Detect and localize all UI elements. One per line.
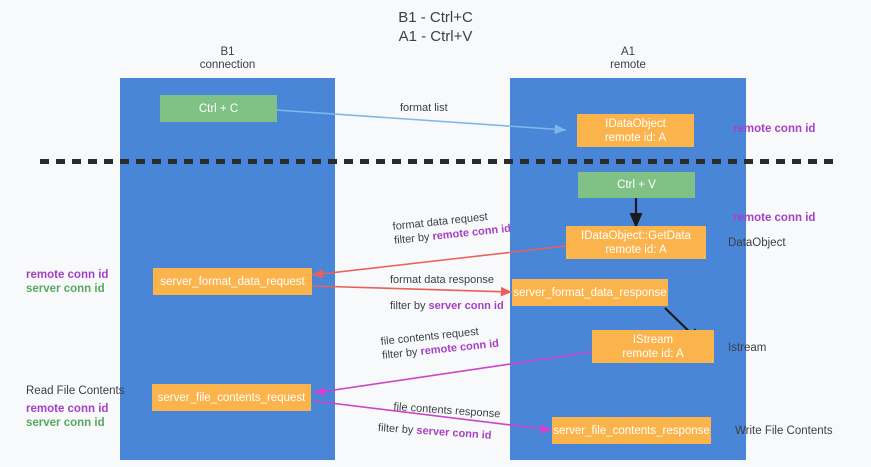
node-server-file-contents-response-label: server_file_contents_response bbox=[553, 424, 710, 437]
node-idataobject-getdata-line-1: IDataObject::GetData bbox=[581, 229, 691, 242]
filter-key: server conn id bbox=[428, 300, 504, 312]
edge-label-format-data-response-filter: filter by server conn id bbox=[390, 299, 504, 313]
column-header-b1-role: connection bbox=[199, 59, 256, 71]
node-server-format-data-response-label: server_format_data_response bbox=[513, 286, 667, 299]
column-header-b1: B1 connection bbox=[120, 46, 335, 72]
column-header-a1-name: A1 bbox=[620, 46, 636, 58]
node-server-format-data-response[interactable]: server_format_data_response bbox=[512, 279, 668, 306]
annotation-left-mid-remote-conn-id: remote conn id bbox=[26, 269, 109, 281]
node-idataobject-getdata[interactable]: IDataObject::GetData remote id: A bbox=[566, 226, 706, 259]
node-idataobject-line-1: IDataObject bbox=[605, 117, 666, 130]
node-istream-line-2: remote id: A bbox=[622, 347, 684, 360]
annotation-read-file-contents: Read File Contents bbox=[26, 385, 125, 397]
node-server-format-data-request-label: server_format_data_request bbox=[160, 275, 305, 288]
annotation-left-bottom-server-conn-id: server conn id bbox=[26, 417, 105, 429]
annotation-right-mid-conn-id: remote conn id bbox=[733, 212, 816, 224]
annotation-left-bottom-remote-conn-id: remote conn id bbox=[26, 403, 109, 415]
node-idataobject[interactable]: IDataObject remote id: A bbox=[577, 114, 694, 147]
node-ctrl-c[interactable]: Ctrl + C bbox=[160, 95, 277, 122]
phase-divider bbox=[40, 159, 833, 164]
node-server-format-data-request[interactable]: server_format_data_request bbox=[153, 268, 312, 295]
annotation-write-file-contents: Write File Contents bbox=[735, 425, 833, 437]
node-idataobject-getdata-line-2: remote id: A bbox=[605, 243, 667, 256]
node-ctrl-v-label: Ctrl + V bbox=[617, 179, 656, 191]
node-idataobject-line-2: remote id: A bbox=[604, 131, 667, 144]
edge-label-format-data-response: format data response filter by server co… bbox=[390, 273, 504, 313]
diagram-title: B1 - Ctrl+C A1 - Ctrl+V bbox=[0, 8, 871, 46]
title-line-2: A1 - Ctrl+V bbox=[398, 28, 473, 45]
node-istream[interactable]: IStream remote id: A bbox=[592, 330, 714, 363]
edge-label-file-contents-response-filter: filter by server conn id bbox=[378, 421, 500, 443]
node-istream-line-1: IStream bbox=[632, 333, 674, 346]
annotation-left-mid-server-conn-id: server conn id bbox=[26, 283, 105, 295]
node-ctrl-v[interactable]: Ctrl + V bbox=[578, 172, 695, 198]
edge-label-format-list: format list bbox=[400, 101, 448, 115]
title-line-1: B1 - Ctrl+C bbox=[398, 9, 473, 26]
node-server-file-contents-response[interactable]: server_file_contents_response bbox=[552, 417, 711, 444]
node-ctrl-c-label: Ctrl + C bbox=[198, 102, 239, 115]
edge-label-format-data-request: format data request filter by remote con… bbox=[392, 208, 512, 248]
column-header-a1-role: remote bbox=[610, 59, 646, 71]
annotation-right-top-conn-id: remote conn id bbox=[733, 123, 816, 135]
edge-label-file-contents-response-line-1: file contents response bbox=[393, 400, 501, 421]
annotation-dataobject: DataObject bbox=[728, 237, 786, 249]
column-header-b1-name: B1 bbox=[220, 46, 235, 58]
edge-label-file-contents-request: file contents request filter by remote c… bbox=[380, 323, 500, 363]
edge-label-file-contents-response: file contents response filter by server … bbox=[378, 400, 501, 443]
filter-prefix: filter by bbox=[381, 345, 422, 362]
column-header-a1: A1 remote bbox=[510, 46, 746, 72]
filter-key: server conn id bbox=[416, 424, 492, 442]
edge-label-format-data-response-line-1: format data response bbox=[390, 274, 494, 286]
annotation-istream: Istream bbox=[728, 342, 767, 354]
filter-prefix: filter by bbox=[393, 230, 434, 247]
node-server-file-contents-request-label: server_file_contents_request bbox=[157, 391, 306, 404]
node-server-file-contents-request[interactable]: server_file_contents_request bbox=[152, 384, 311, 411]
filter-prefix: filter by bbox=[377, 421, 417, 437]
edge-label-format-list-text: format list bbox=[400, 102, 448, 114]
filter-prefix: filter by bbox=[390, 300, 429, 312]
